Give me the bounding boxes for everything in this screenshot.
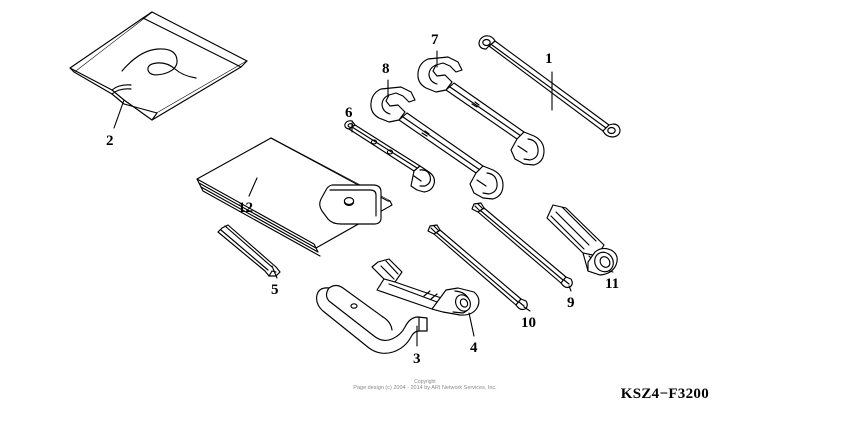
callout-label-10: 10 <box>521 315 536 331</box>
callout-leader-lines <box>113 50 614 347</box>
leader-line-4 <box>468 312 475 337</box>
part-illustration-spark-plug-wrench <box>371 258 480 316</box>
copyright-line: Page design (c) 2004 - 2014 by ARI Netwo… <box>353 385 497 392</box>
part-illustration-wrench-6 <box>344 120 436 193</box>
part-illustration-tool-bag <box>196 137 393 257</box>
callout-label-5: 5 <box>271 282 279 298</box>
leader-line-10 <box>523 306 531 312</box>
callout-label-9: 9 <box>567 295 575 311</box>
part-illustration-extension-rod-9 <box>471 202 573 289</box>
copyright-block: Copyright Page design (c) 2004 - 2014 by… <box>0 379 850 392</box>
leader-line-2 <box>113 99 125 129</box>
part-illustration-socket-wrench <box>546 204 618 276</box>
part-illustration-tool-bar <box>478 35 621 138</box>
callout-label-2: 2 <box>106 133 114 149</box>
callout-label-3: 3 <box>413 351 421 367</box>
callout-label-7: 7 <box>431 32 439 48</box>
copyright-title: Copyright <box>414 379 436 385</box>
callout-label-1: 1 <box>545 51 553 67</box>
part-illustration-hook-spanner <box>316 284 428 354</box>
part-illustration-wrench-7 <box>417 56 545 166</box>
callout-label-4: 4 <box>470 340 478 356</box>
leader-line-11 <box>608 270 614 273</box>
part-illustration-extension-rod-10 <box>427 224 528 311</box>
leader-line-5 <box>271 265 278 279</box>
part-illustration-cloth <box>69 11 248 121</box>
leader-line-12 <box>248 177 258 197</box>
leader-line-9 <box>568 285 572 292</box>
callout-label-6: 6 <box>345 105 353 121</box>
callout-label-11: 11 <box>605 276 620 292</box>
callout-label-8: 8 <box>382 61 390 77</box>
part-illustration-hex-key <box>217 224 281 277</box>
part-illustration-wrench-8 <box>370 86 504 200</box>
callout-label-12: 12 <box>238 200 253 216</box>
part-number: KSZ4−F3200 <box>620 386 709 402</box>
